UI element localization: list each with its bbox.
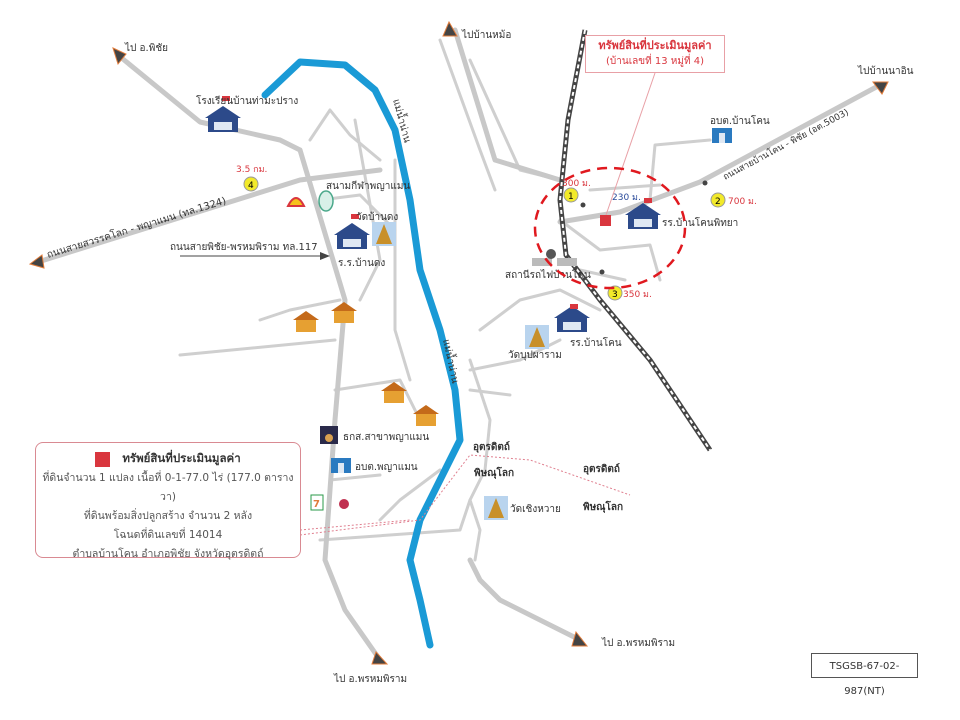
school-icon [205, 96, 241, 132]
school-icon [554, 304, 590, 332]
svg-text:3: 3 [612, 290, 618, 300]
junction-dot [580, 202, 586, 208]
document-id: TSGSB-67-02-987(NT) [811, 653, 918, 697]
marker-1-distance: 300 ม. [562, 179, 591, 189]
train-station-icon [532, 249, 577, 266]
legend-line: โฉนดที่ดินเลขที่ 14014 [113, 529, 223, 541]
province-label: พิษณุโลก [474, 466, 514, 479]
place-station: สถานีรถไฟบ้านโคน [505, 268, 591, 281]
place-school-ban-khon: รร.บ้านโคน [570, 336, 622, 349]
segment-distance: 230 ม. [612, 193, 641, 203]
pin-icon [339, 499, 349, 509]
railway [557, 29, 713, 452]
province-label: พิษณุโลก [583, 500, 623, 513]
school-icon [625, 198, 661, 229]
direction-arrow-icon [872, 81, 889, 95]
place-sao-phaya-maen: อบต.พญาแมน [355, 462, 418, 473]
place-sao-ban-khon: อบต.บ้านโคน [710, 114, 770, 127]
svg-text:7: 7 [313, 499, 320, 510]
road-117-label: ถนนสายพิชัย-พรหมพิราม ทล.117 [170, 242, 318, 253]
svg-text:2: 2 [715, 197, 721, 207]
school-icon [334, 214, 370, 249]
main-roads [35, 27, 883, 663]
legend-leader [299, 519, 411, 531]
legend-line: ตำบลบ้านโคน อำเภอพิชัย จังหวัดอุตรดิตถ์ [72, 548, 264, 560]
direction-arrow-icon [442, 20, 458, 37]
temple-icon [525, 325, 549, 349]
place-baac: ธกส.สาขาพญาแมน [343, 432, 429, 443]
property-marker [600, 215, 611, 226]
property-callout: ทรัพย์สินที่ประเมินมูลค่า (บ้านเลขที่ 13… [585, 35, 725, 73]
distance-marker-4: 4 [243, 176, 259, 192]
legend-title: ทรัพย์สินที่ประเมินมูลค่า [122, 451, 241, 465]
place-school-tha-maprang: โรงเรียนบ้านท่ามะปราง [196, 94, 298, 107]
legend-line: ที่ดินจำนวน 1 แปลง เนื้อที่ 0-1-77.0 ไร่… [42, 472, 294, 503]
property-square-icon [95, 451, 111, 467]
legend-line: ที่ดินพร้อมสิ่งปลูกสร้าง จำนวน 2 หลัง [83, 510, 253, 522]
callout-leader [605, 72, 656, 216]
place-wat-bu-pharam: วัดบุปผาราม [508, 350, 562, 361]
junction-dot [702, 180, 708, 186]
convenience-store-icon: 7 [310, 494, 324, 511]
direction-arrow-icon [112, 47, 127, 66]
distance-marker-2: 2 [710, 192, 726, 208]
svg-text:1: 1 [568, 192, 574, 202]
place-wat-choeng-wai: วัดเชิงหวาย [510, 504, 561, 515]
house-icon [381, 382, 407, 403]
house-icon [293, 311, 319, 332]
direction-arrow-icon [371, 651, 389, 665]
direction-to-phichai: ไป อ.พิชัย [124, 42, 168, 54]
province-label: อุตรดิตถ์ [473, 441, 510, 453]
river-label: แม่น้ำน่าน [440, 338, 463, 385]
distance-marker-3: 3 [607, 285, 623, 301]
direction-arrow-icon [28, 254, 45, 269]
direction-to-phrom-phiram: ไป อ.พรหมพิราม [601, 637, 675, 649]
junction-dot [599, 269, 605, 275]
government-office-icon [712, 128, 732, 143]
direction-to-ban-na-in: ไปบ้านนาอิน [857, 65, 914, 77]
distance-marker-1: 1 [563, 187, 579, 203]
svg-text:4: 4 [248, 181, 254, 191]
gas-station-icon [286, 197, 306, 207]
province-label: อุตรดิตถ์ [583, 463, 620, 475]
place-school-ban-dong: ร.ร.บ้านดง [338, 257, 385, 269]
temple-icon [372, 222, 396, 246]
marker-4-distance: 3.5 กม. [236, 165, 267, 175]
house-icon [331, 302, 357, 323]
house-icon [413, 405, 439, 426]
arrow-icon [320, 252, 330, 260]
stadium-icon [318, 190, 334, 212]
marker-2-distance: 700 ม. [728, 197, 757, 207]
place-school-khon-phitthaya: รร.บ้านโคนพิทยา [662, 216, 738, 229]
property-legend: ทรัพย์สินที่ประเมินมูลค่า ที่ดินจำนวน 1 … [35, 442, 301, 560]
temple-icon [484, 496, 508, 520]
government-office-icon [331, 458, 351, 473]
place-stadium: สนามกีฬาพญาแมน [326, 180, 410, 192]
place-wat-ban-dong: วัดบ้านดง [356, 211, 398, 223]
callout-title: ทรัพย์สินที่ประเมินมูลค่า [598, 39, 712, 52]
property-highlight-circle [533, 166, 687, 290]
callout-subtitle: (บ้านเลขที่ 13 หมู่ที่ 4) [606, 56, 704, 67]
direction-to-ban-mo: ไปบ้านหม้อ [461, 29, 511, 41]
direction-to-phrom-phiram: ไป อ.พรหมพิราม [333, 673, 407, 685]
province-border [299, 454, 631, 536]
bank-icon [320, 426, 338, 444]
marker-3-distance: 350 ม. [623, 290, 652, 300]
direction-arrow-icon [571, 630, 589, 647]
river [261, 58, 464, 649]
